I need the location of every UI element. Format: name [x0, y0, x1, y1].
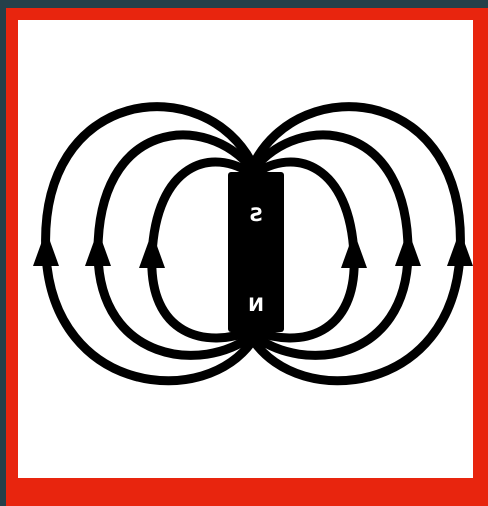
- magnet-top-pole-label: S: [249, 204, 263, 226]
- arrow-up-icon: [395, 230, 421, 266]
- arrow-up-icon: [341, 232, 367, 268]
- arrow-up-icon: [33, 230, 59, 266]
- magnet-bottom-pole-label: N: [248, 294, 264, 316]
- arrow-up-icon: [85, 230, 111, 266]
- arrow-up-icon: [447, 230, 473, 266]
- arrow-up-icon: [139, 232, 165, 268]
